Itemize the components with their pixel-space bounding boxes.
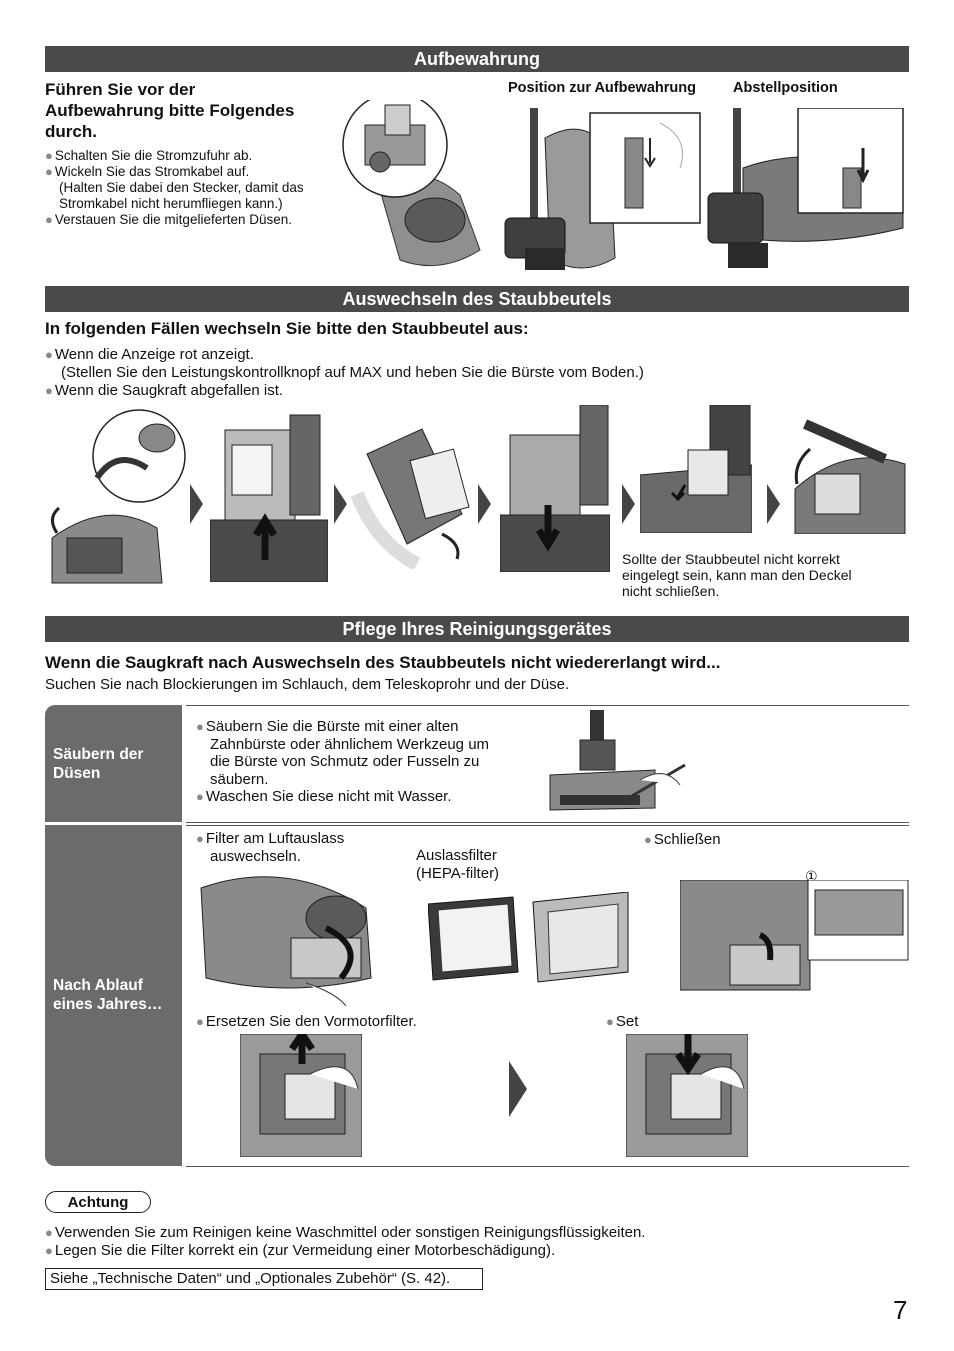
exhaust-filter-line: Auslassfilter [416, 847, 497, 864]
bag-step-insert-holder-illustration [500, 405, 610, 572]
care-subheading: Wenn die Saugkraft nach Auswechseln des … [45, 653, 721, 672]
bag-note-line: nicht schließen. [622, 583, 720, 599]
step-arrow-icon [334, 484, 347, 524]
row-label-after-one-year: Nach Ablauf eines Jahres… [45, 825, 182, 1166]
bag-step-remove-bag-illustration [347, 424, 477, 569]
row-label-line: Nach Ablauf [53, 977, 143, 994]
row1-text: Säubern Sie die Bürste mit einer alten Z… [196, 718, 489, 806]
step-arrow-icon [509, 1061, 527, 1117]
storage-step-note: Stromkabel nicht herumfliegen kann.) [59, 196, 283, 211]
parking-position-illustration [703, 108, 908, 274]
bag-conditions: Wenn die Anzeige rot anzeigt. (Stellen S… [45, 346, 644, 400]
row-divider [186, 825, 909, 826]
replace-motor-filter-label: Ersetzen Sie den Vormotorfilter. [196, 1013, 417, 1031]
row2-line: auswechseln. [210, 848, 301, 865]
row1-line: säubern. [210, 770, 269, 788]
step-arrow-icon [478, 484, 491, 524]
bag-note-line: Sollte der Staubbeutel nicht korrekt [622, 551, 840, 567]
replace-exhaust-filter-text: Filter am Luftauslass auswechseln. [196, 830, 344, 866]
storage-step: Verstauen Sie die mitgelieferten Düsen. [45, 212, 335, 228]
row-divider [186, 822, 909, 823]
row1-line: Waschen Sie diese nicht mit Wasser. [196, 788, 489, 806]
bag-subheading: In folgenden Fällen wechseln Sie bitte d… [45, 319, 529, 338]
section-heading-care: Pflege Ihres Reinigungsgerätes [45, 616, 909, 642]
row-label-clean-nozzles: Säubern der Düsen [45, 705, 182, 822]
row-divider [186, 1166, 909, 1167]
set-motor-filter-illustration [626, 1034, 748, 1157]
storage-step: Schalten Sie die Stromzufuhr ab. [45, 148, 335, 164]
nozzle-brush-cleaning-illustration [545, 710, 695, 815]
bag-note: Sollte der Staubbeutel nicht korrekt ein… [622, 551, 852, 599]
step-arrow-icon [622, 484, 635, 524]
bag-note-line: eingelegt sein, kann man den Deckel [622, 567, 852, 583]
caution-title: Achtung [45, 1191, 151, 1213]
row-label-line: Düsen [53, 765, 101, 782]
caution-items: Verwenden Sie zum Reinigen keine Waschmi… [45, 1224, 646, 1260]
remove-exhaust-filter-illustration [196, 868, 376, 1008]
section-heading-bag: Auswechseln des Staubbeutels [45, 286, 909, 312]
care-subtext: Suchen Sie nach Blockierungen im Schlauc… [45, 676, 570, 693]
row1-line: die Bürste von Schmutz oder Fusseln zu [210, 753, 480, 770]
bag-step-close-lid-illustration [785, 404, 907, 534]
caution-item: Verwenden Sie zum Reinigen keine Waschmi… [45, 1224, 646, 1242]
exhaust-filter-line: (HEPA-filter) [416, 865, 500, 882]
close-label: Schließen [644, 831, 721, 849]
bag-step-open-lid-illustration [47, 408, 187, 588]
close-filter-cover-illustration [680, 880, 910, 1002]
step-arrow-icon [767, 484, 780, 524]
bag-condition: Wenn die Anzeige rot anzeigt. [45, 346, 644, 364]
storage-intro: Führen Sie vor der Aufbewahrung bitte Fo… [45, 79, 294, 142]
label-storage-position: Position zur Aufbewahrung [508, 80, 696, 96]
storage-intro-line: Führen Sie vor der [45, 80, 196, 99]
bag-step-bag-inserted-illustration [640, 405, 752, 533]
reference-note: Siehe „Technische Daten“ und „Optionales… [45, 1268, 483, 1290]
caution-item: Legen Sie die Filter korrekt ein (zur Ve… [45, 1242, 645, 1260]
bag-step-lift-holder-illustration [210, 410, 328, 582]
label-parking-position: Abstellposition [733, 80, 838, 96]
row1-line: Säubern Sie die Bürste mit einer alten [196, 718, 489, 736]
bag-condition: Wenn die Saugkraft abgefallen ist. [45, 382, 644, 400]
storage-intro-line: durch. [45, 122, 97, 141]
row1-line: Zahnbürste oder ähnlichem Werkzeug um [210, 735, 490, 753]
remove-motor-filter-illustration [240, 1034, 362, 1157]
exhaust-filter-label: Auslassfilter (HEPA-filter) [416, 847, 499, 883]
row-label-line: eines Jahres… [53, 996, 163, 1013]
vacuum-cord-storage-illustration [340, 100, 490, 272]
row-divider [186, 705, 909, 706]
storage-steps: Schalten Sie die Stromzufuhr ab. Wickeln… [45, 148, 335, 228]
row-label-line: Säubern der [53, 746, 144, 763]
storage-position-illustration [500, 108, 705, 274]
step-arrow-icon [190, 484, 203, 524]
section-heading-storage: Aufbewahrung [45, 46, 909, 72]
storage-step: Wickeln Sie das Stromkabel auf. [45, 164, 335, 180]
bag-condition-note: (Stellen Sie den Leistungskontrollknopf … [61, 364, 644, 381]
hepa-filter-illustration [428, 892, 633, 987]
storage-intro-line: Aufbewahrung bitte Folgendes [45, 101, 295, 120]
set-label: Set [606, 1013, 639, 1031]
storage-step-note: (Halten Sie dabei den Stecker, damit das [59, 180, 304, 195]
row2-line: Filter am Luftauslass [196, 830, 344, 848]
page-number: 7 [893, 1295, 908, 1325]
